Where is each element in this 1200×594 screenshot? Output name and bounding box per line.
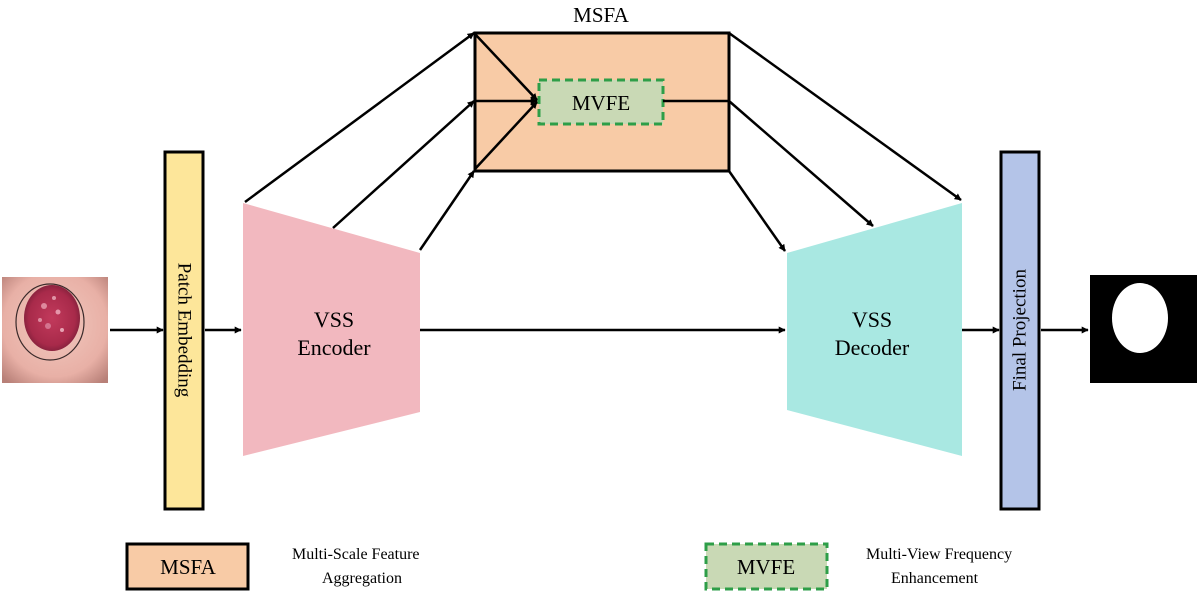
legend-msfa-box-label: MSFA xyxy=(160,555,216,579)
input-image xyxy=(2,277,108,383)
legend-msfa-desc-line2: Aggregation xyxy=(322,570,402,587)
msfa-block: MSFA MVFE xyxy=(473,3,731,173)
vss-encoder-block: VSS Encoder xyxy=(243,203,420,456)
final-projection-label: Final Projection xyxy=(1010,269,1031,391)
legend: MSFA Multi-Scale Feature Aggregation MVF… xyxy=(125,542,1012,591)
encoder-to-msfa-arrows xyxy=(244,31,476,251)
patch-embedding-block: Patch Embedding xyxy=(163,150,205,511)
decoder-label-line1: VSS xyxy=(852,307,892,332)
mvfe-label: MVFE xyxy=(572,91,630,115)
legend-msfa-desc-line1: Multi-Scale Feature xyxy=(292,546,420,563)
final-projection-block: Final Projection xyxy=(999,150,1041,511)
output-mask xyxy=(1090,275,1197,383)
legend-mvfe-desc-line2: Enhancement xyxy=(891,570,979,587)
legend-msfa: MSFA Multi-Scale Feature Aggregation xyxy=(125,542,420,591)
patch-embedding-label: Patch Embedding xyxy=(174,263,195,398)
vss-decoder-block: VSS Decoder xyxy=(787,203,962,456)
encoder-label-line2: Encoder xyxy=(297,335,371,360)
decoder-label-line2: Decoder xyxy=(835,335,910,360)
mvfe-block xyxy=(537,78,665,126)
msfa-to-decoder-arrows xyxy=(727,31,962,252)
legend-mvfe-box-label: MVFE xyxy=(737,555,795,579)
legend-mvfe-desc-line1: Multi-View Frequency xyxy=(866,546,1012,563)
msfa-internal-arrows xyxy=(474,33,729,170)
encoder-label-line1: VSS xyxy=(314,307,354,332)
legend-mvfe: MVFE Multi-View Frequency Enhancement xyxy=(704,542,1012,591)
msfa-title: MSFA xyxy=(573,3,629,27)
